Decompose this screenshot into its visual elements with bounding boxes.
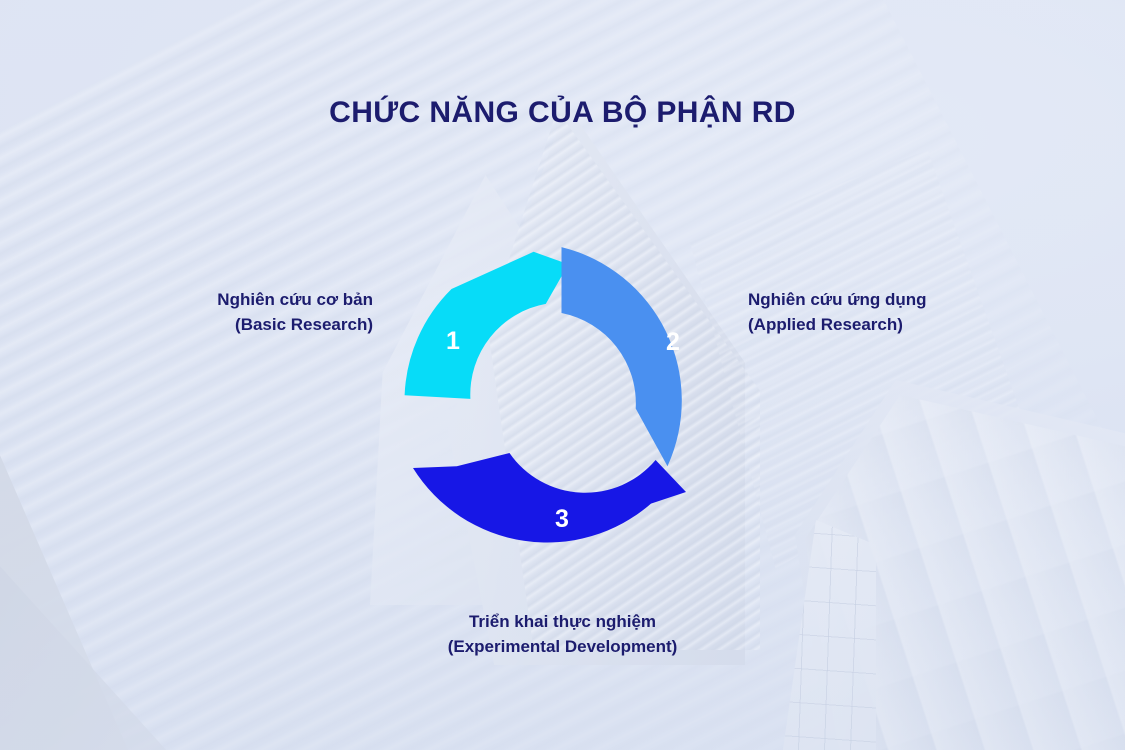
donut-segment-3[interactable]: 3 <box>413 453 686 543</box>
donut-segment-2-number: 2 <box>666 328 680 356</box>
label-applied-research: Nghiên cứu ứng dụng (Applied Research) <box>748 288 927 337</box>
label-basic-research-secondary: (Basic Research) <box>235 314 373 334</box>
label-experimental-development: Triển khai thực nghiệm (Experimental Dev… <box>0 610 1125 659</box>
label-experimental-development-secondary: (Experimental Development) <box>447 636 678 656</box>
donut-segment-1-shape[interactable] <box>404 251 569 399</box>
donut-segment-1[interactable]: 1 <box>404 251 569 399</box>
donut-segment-2[interactable]: 2 <box>561 247 682 467</box>
label-basic-research-primary: Nghiên cứu cơ bản <box>217 290 373 309</box>
label-applied-research-secondary: (Applied Research) <box>748 314 903 334</box>
donut-segment-2-shape[interactable] <box>561 247 682 467</box>
donut-segment-3-shape[interactable] <box>413 453 686 543</box>
label-basic-research: Nghiên cứu cơ bản (Basic Research) <box>217 288 373 337</box>
label-experimental-development-primary: Triển khai thực nghiệm <box>468 612 657 631</box>
page-title: CHỨC NĂNG CỦA BỘ PHẬN RD <box>329 96 796 129</box>
label-applied-research-primary: Nghiên cứu ứng dụng <box>748 290 927 309</box>
donut-segment-1-number: 1 <box>446 327 460 355</box>
donut-segment-3-number: 3 <box>555 505 569 533</box>
